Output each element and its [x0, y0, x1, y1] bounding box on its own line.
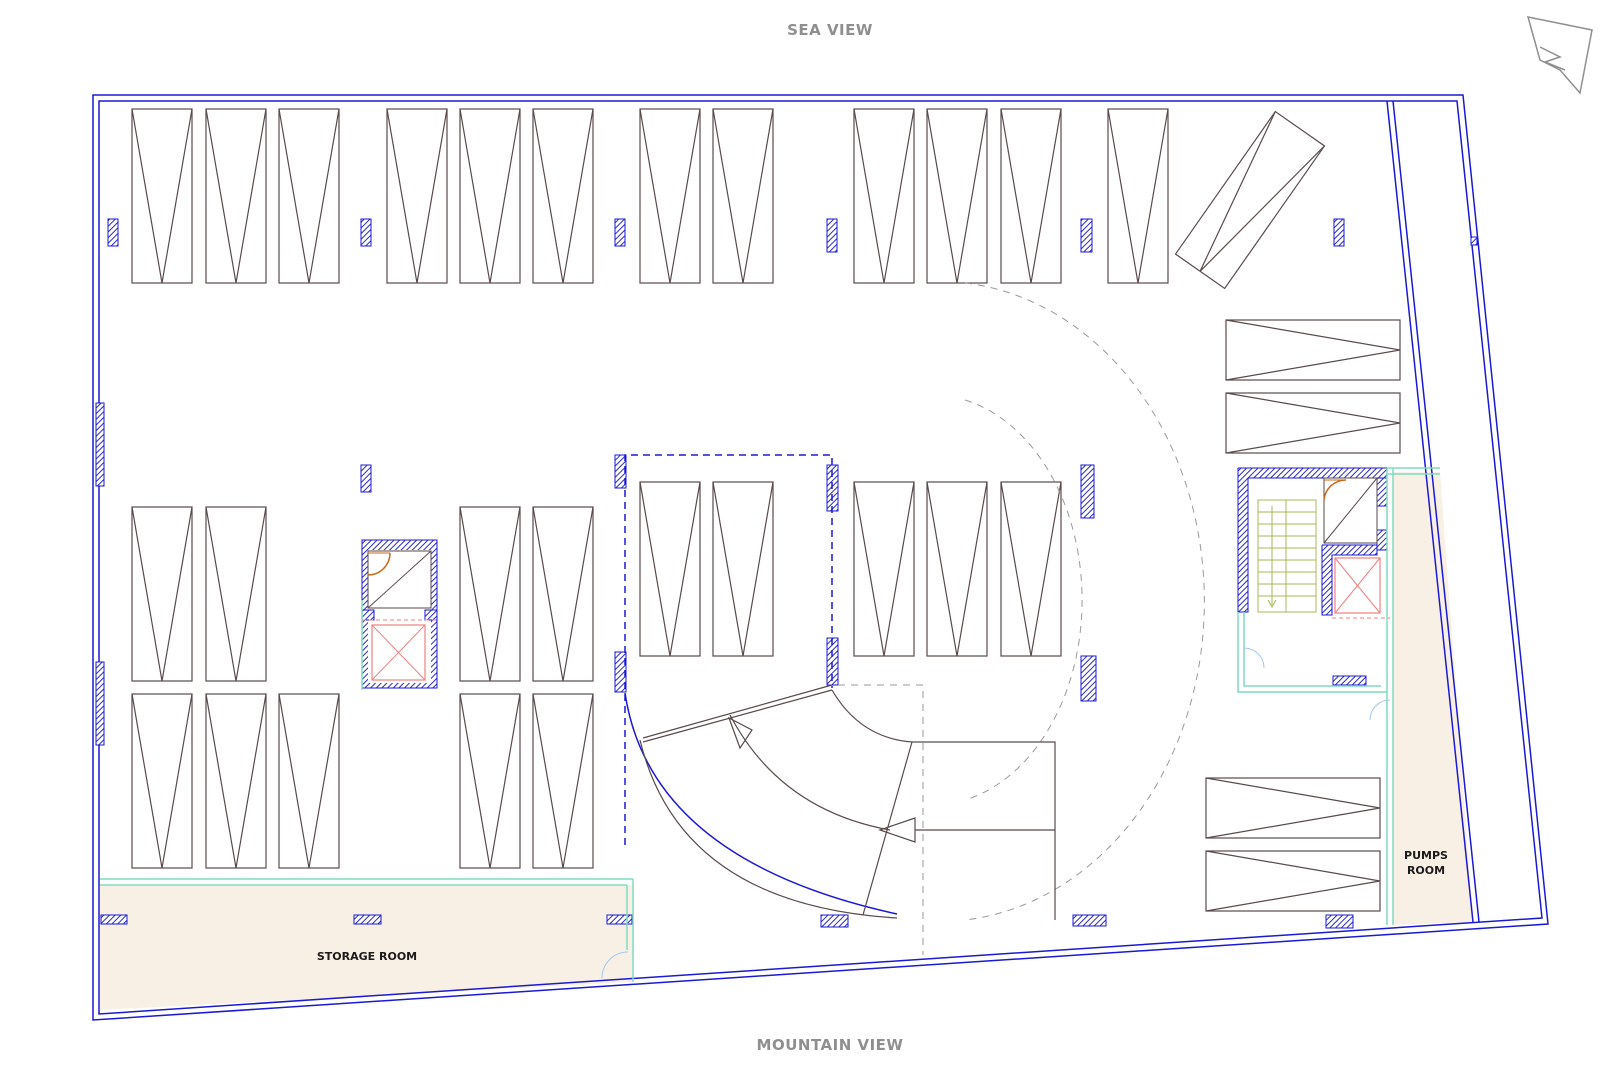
left-service-core: [361, 539, 438, 690]
parking-space: [459, 108, 521, 284]
storage-room-door-swing: [601, 951, 629, 979]
elevator-shaft: [371, 624, 426, 681]
parking-space: [1000, 481, 1062, 657]
parking-space: [853, 108, 915, 284]
parking-space: [205, 693, 267, 869]
column: [1332, 675, 1367, 686]
parking-space: [712, 481, 774, 657]
parking-space: [639, 481, 701, 657]
parking-space: [1000, 108, 1062, 284]
column: [1080, 218, 1093, 253]
parking-space: [1107, 108, 1169, 284]
elevator-shaft: [1334, 557, 1381, 614]
parking-space: [926, 481, 988, 657]
mountain-view-label: MOUNTAIN VIEW: [757, 1036, 904, 1054]
parking-space: [205, 108, 267, 284]
structural-columns: [100, 218, 1367, 929]
column: [100, 914, 128, 925]
parking-space: [926, 108, 988, 284]
column: [360, 218, 372, 247]
column: [1333, 218, 1345, 247]
parking-space: [853, 481, 915, 657]
vehicle-ramp: [624, 684, 1056, 920]
pumps-room-label-line2: ROOM: [1407, 864, 1445, 877]
parking-space: [131, 108, 193, 284]
turning-radius-guides: [838, 282, 1205, 955]
column: [614, 218, 626, 247]
pumps-room-label-line1: PUMPS: [1404, 849, 1448, 862]
parking-space: [532, 108, 594, 284]
parking-space: [532, 506, 594, 682]
ramp-zone-boundary: [624, 454, 833, 845]
column: [606, 914, 633, 925]
parking-spaces: [131, 108, 1401, 912]
north-arrow-icon: [1526, 16, 1593, 95]
parking-space: [205, 506, 267, 682]
column: [614, 651, 627, 693]
parking-space: [386, 108, 448, 284]
column: [107, 218, 119, 247]
column: [820, 914, 849, 928]
pumps-room-area: [1393, 472, 1473, 925]
column: [1080, 655, 1097, 702]
perimeter-wall-segments: [95, 236, 1478, 746]
right-service-core: [1237, 467, 1440, 925]
staircase: [1257, 499, 1317, 613]
storage-room-area: [100, 885, 633, 1010]
sea-view-label: SEA VIEW: [787, 21, 873, 39]
parking-space: [131, 506, 193, 682]
column: [353, 914, 382, 925]
column: [614, 454, 627, 489]
parking-space: [1174, 110, 1326, 290]
column: [1080, 464, 1095, 519]
parking-space: [459, 506, 521, 682]
column: [1325, 914, 1354, 929]
parking-space: [1225, 392, 1401, 454]
parking-space: [712, 108, 774, 284]
storage-room-label: STORAGE ROOM: [317, 950, 417, 963]
parking-space: [459, 693, 521, 869]
parking-space: [1205, 850, 1381, 912]
parking-space: [131, 693, 193, 869]
parking-space: [1205, 777, 1381, 839]
column: [1072, 914, 1107, 927]
column: [826, 218, 838, 253]
column: [360, 464, 372, 493]
parking-space: [639, 108, 701, 284]
parking-space: [278, 693, 340, 869]
parking-space: [1225, 319, 1401, 381]
parking-space: [532, 693, 594, 869]
storage-room-walls: [100, 878, 634, 982]
parking-space: [278, 108, 340, 284]
